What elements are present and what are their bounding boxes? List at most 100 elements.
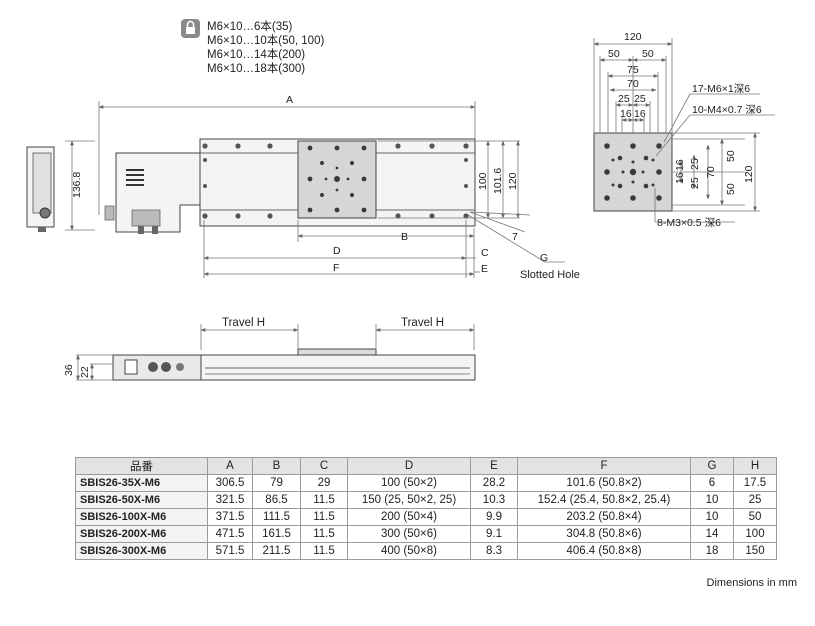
table-cell: 371.5	[207, 508, 253, 526]
slotted-hole-label: Slotted Hole	[520, 269, 580, 281]
dim-label: 120	[624, 31, 642, 43]
dim-label: 36	[63, 364, 75, 376]
table-header: D	[347, 457, 471, 475]
table-cell: 8.3	[470, 542, 518, 560]
spec-table: 品番 A B C D E F G H SBIS26-35X-M6 306.5 7…	[75, 457, 777, 560]
dim-label: A	[286, 94, 293, 106]
table-cell: 17.5	[733, 474, 777, 492]
dim-label: 25	[689, 158, 701, 170]
table-cell: 11.5	[300, 508, 348, 526]
dim-label: B	[401, 231, 408, 243]
table-header: G	[690, 457, 734, 475]
table-cell: 321.5	[207, 491, 253, 509]
dim-label: 101.6	[492, 168, 504, 194]
table-header: C	[300, 457, 348, 475]
dim-label: 50	[725, 150, 737, 162]
table-cell: 152.4 (25.4, 50.8×2, 25.4)	[517, 491, 691, 509]
dim-label: 16	[620, 108, 632, 120]
table-cell: 18	[690, 542, 734, 560]
table-cell: 300 (50×6)	[347, 525, 471, 543]
table-header: E	[470, 457, 518, 475]
table-cell: 304.8 (50.8×6)	[517, 525, 691, 543]
table-cell: 29	[300, 474, 348, 492]
dim-label: 120	[743, 165, 755, 183]
left-end-view: 136.8	[26, 140, 95, 232]
callout-m6: 17-M6×1深6	[692, 83, 750, 95]
dim-label: 50	[725, 183, 737, 195]
table-row: SBIS26-300X-M6 571.5 211.5 11.5 400 (50×…	[75, 542, 777, 560]
table-cell: 111.5	[252, 508, 301, 526]
table-cell: 200 (50×4)	[347, 508, 471, 526]
table-cell: 10.3	[470, 491, 518, 509]
table-cell: 571.5	[207, 542, 253, 560]
table-cell: 306.5	[207, 474, 253, 492]
table-cell: 406.4 (50.8×8)	[517, 542, 691, 560]
table-cell: 161.5	[252, 525, 301, 543]
table-header: B	[252, 457, 301, 475]
model-cell: SBIS26-300X-M6	[75, 542, 208, 560]
dim-label: E	[481, 263, 488, 275]
table-header: 品番	[75, 457, 208, 475]
dim-label: 25	[634, 93, 646, 105]
dim-label: G	[540, 252, 548, 264]
table-cell: 400 (50×8)	[347, 542, 471, 560]
dim-label: 136.8	[71, 172, 83, 198]
table-cell: 14	[690, 525, 734, 543]
note-line: M6×10…14本(200)	[207, 47, 305, 61]
notes-block: M6×10…6本(35) M6×10…10本(50, 100) M6×10…14…	[181, 19, 324, 75]
dim-label: F	[333, 262, 339, 274]
dim-label: D	[333, 245, 341, 257]
table-header: A	[207, 457, 253, 475]
dim-label: 25	[618, 93, 630, 105]
table-cell: 150	[733, 542, 777, 560]
units-note: Dimensions in mm	[706, 577, 797, 589]
note-line: M6×10…10本(50, 100)	[207, 33, 324, 47]
dimension-drawing: M6×10…6本(35) M6×10…10本(50, 100) M6×10…14…	[26, 19, 775, 381]
model-cell: SBIS26-50X-M6	[75, 491, 208, 509]
dim-label: 7	[512, 231, 518, 243]
note-line: M6×10…18本(300)	[207, 61, 305, 75]
table-cell: 101.6 (50.8×2)	[517, 474, 691, 492]
table-cell: 86.5	[252, 491, 301, 509]
table-cell: 9.9	[470, 508, 518, 526]
side-view: Travel H Travel H 36 22	[63, 317, 476, 381]
table-row: SBIS26-35X-M6 306.5 79 29 100 (50×2) 28.…	[75, 474, 777, 492]
table-cell: 10	[690, 491, 734, 509]
table-row: SBIS26-200X-M6 471.5 161.5 11.5 300 (50×…	[75, 525, 777, 543]
table-header: H	[733, 457, 777, 475]
table-header-row: 品番 A B C D E F G H	[75, 457, 777, 475]
dim-label: 16	[674, 159, 686, 171]
table-cell: 471.5	[207, 525, 253, 543]
table-cell: 150 (25, 50×2, 25)	[347, 491, 471, 509]
table-header: F	[517, 457, 691, 475]
table-cell: 28.2	[470, 474, 518, 492]
table-cell: 50	[733, 508, 777, 526]
note-line: M6×10…6本(35)	[207, 19, 292, 33]
table-cell: 25	[733, 491, 777, 509]
travel-right-label: Travel H	[401, 317, 444, 329]
table-cell: 11.5	[300, 542, 348, 560]
callout-m4: 10-M4×0.7 深6	[692, 104, 762, 116]
table-cell: 100 (50×2)	[347, 474, 471, 492]
dim-label: 50	[608, 48, 620, 60]
table-cell: 203.2 (50.8×4)	[517, 508, 691, 526]
right-end-view: 120 50 50 75 70 25 25 16 16	[593, 31, 775, 229]
table-cell: 11.5	[300, 525, 348, 543]
dim-label: 120	[507, 172, 519, 190]
table-row: SBIS26-50X-M6 321.5 86.5 11.5 150 (25, 5…	[75, 491, 777, 509]
model-cell: SBIS26-35X-M6	[75, 474, 208, 492]
travel-left-label: Travel H	[222, 317, 265, 329]
table-cell: 10	[690, 508, 734, 526]
dim-label: 100	[477, 172, 489, 190]
table-cell: 211.5	[252, 542, 301, 560]
callout-m3: 8-M3×0.5 深6	[657, 217, 721, 229]
model-cell: SBIS26-200X-M6	[75, 525, 208, 543]
table-cell: 6	[690, 474, 734, 492]
dim-label: C	[481, 247, 489, 259]
top-view: A	[98, 94, 580, 281]
dim-label: 25	[689, 177, 701, 189]
table-cell: 100	[733, 525, 777, 543]
dim-label: 16	[634, 108, 646, 120]
table-cell: 9.1	[470, 525, 518, 543]
model-cell: SBIS26-100X-M6	[75, 508, 208, 526]
